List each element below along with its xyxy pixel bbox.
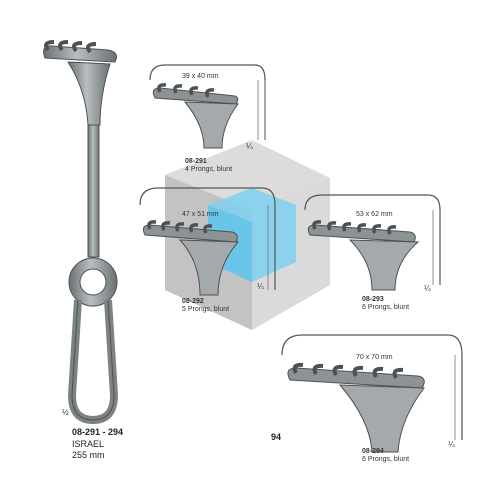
variant-08-293-size: 53 x 62 mm	[356, 211, 393, 218]
variant-08-291-code: 08-291	[185, 158, 207, 165]
variant-08-292-scale: ¼	[257, 282, 264, 291]
variant-08-294-size: 70 x 70 mm	[356, 354, 393, 361]
variant-08-291-size: 39 x 40 mm	[182, 73, 219, 80]
variant-08-292-label: 08-292 5 Prongs, blunt	[182, 298, 229, 314]
variant-08-291-label: 08-291 4 Prongs, blunt	[185, 158, 232, 174]
variant-08-292-code: 08-292	[182, 298, 204, 305]
main-product-length: 255 mm	[72, 450, 105, 460]
variant-08-294-label: 08-294 6 Prongs, blunt	[362, 448, 409, 464]
variant-08-293-desc: 6 Prongs, blunt	[362, 304, 410, 311]
variant-08-294-code: 08-294	[362, 448, 384, 455]
main-product-code: 08-291 - 294	[72, 427, 124, 437]
page-number: 94	[271, 432, 282, 442]
variant-08-292-desc: 5 Prongs, blunt	[182, 306, 230, 313]
variant-08-293-code: 08-293	[362, 296, 384, 303]
variant-08-292-size: 47 x 51 mm	[182, 211, 219, 218]
variant-08-294-desc: 6 Prongs, blunt	[362, 456, 410, 463]
variant-08-293-label: 08-293 6 Prongs, blunt	[362, 296, 409, 312]
variant-08-291-desc: 4 Prongs, blunt	[185, 166, 233, 173]
variant-08-291-scale: ¼	[246, 142, 253, 151]
main-product-name: ISRAEL	[72, 439, 105, 449]
main-scale-label: ½	[62, 408, 69, 417]
variant-08-294-scale: ¼	[448, 440, 455, 449]
variant-08-293-scale: ¼	[424, 284, 431, 293]
